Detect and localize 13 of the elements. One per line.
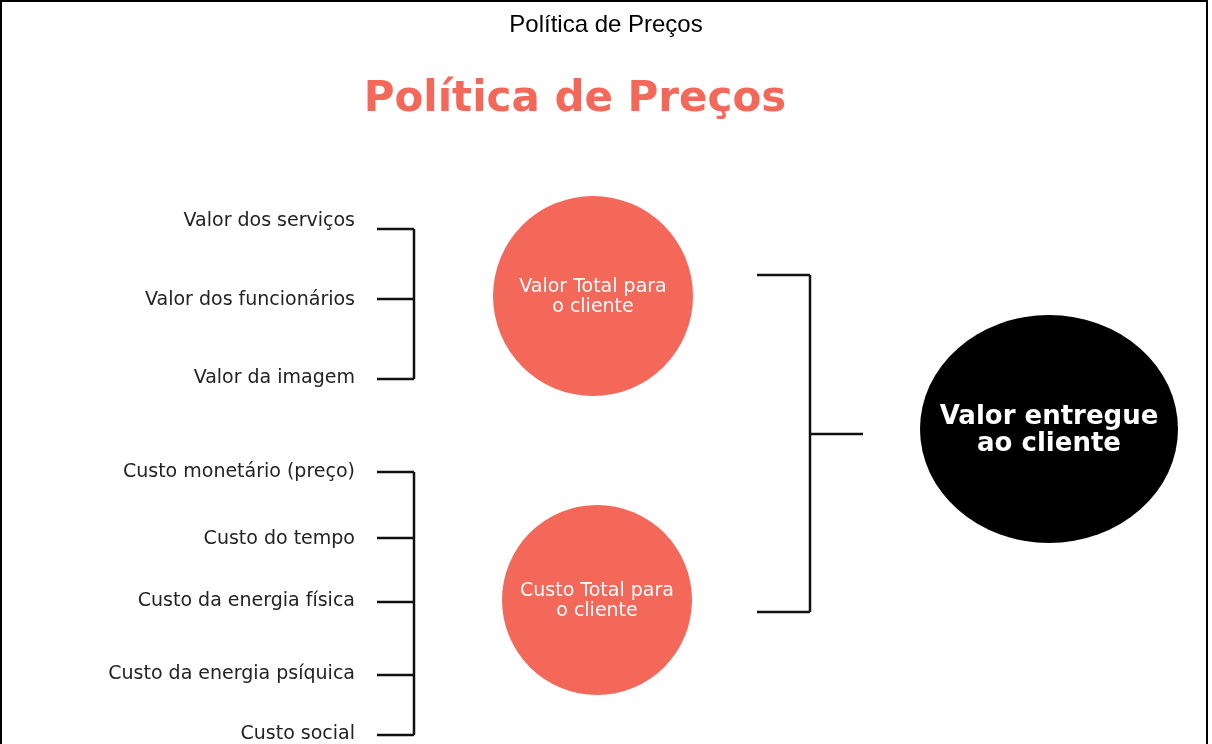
item-label: Custo da energia física [137,588,355,610]
title: Política de Preços [508,10,704,38]
item-label: Valor da imagem [193,365,355,387]
heading: Política de Preços [362,72,788,121]
item-label: Valor dos serviços [183,208,355,230]
node-text: Valor Total para o cliente [518,276,668,316]
item-label: Custo do tempo [203,526,355,548]
item-label: Custo da energia psíquica [108,661,355,683]
item-label: Valor dos funcionários [145,287,355,309]
node-text: Valor entregue ao cliente [939,401,1159,457]
node-text: Custo Total para o cliente [519,580,675,620]
item-label: Custo social [240,721,355,743]
item-label: Custo monetário (preço) [122,459,355,481]
